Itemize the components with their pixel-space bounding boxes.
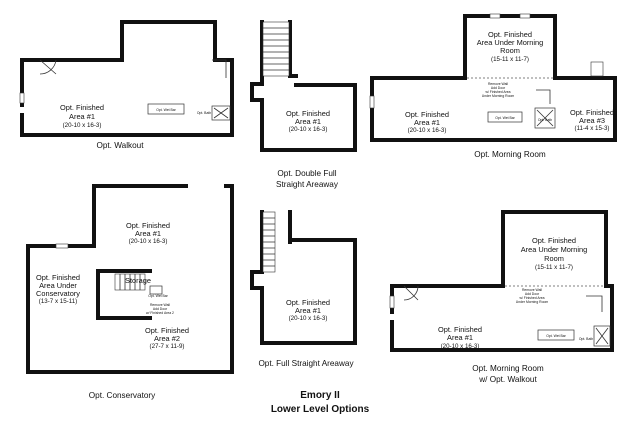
room-label: Area #3 <box>579 116 605 125</box>
window-icon <box>19 92 25 104</box>
window-icon <box>369 95 375 109</box>
plan-caption: Opt. Morning Room <box>474 150 546 159</box>
bath-label: Opt. Bath <box>538 118 552 122</box>
room-label: Opt. Finished <box>286 298 330 307</box>
room-label: Opt. Finished <box>126 221 170 230</box>
door-swing-icon <box>39 59 57 75</box>
room-dims: (20-10 x 16-3) <box>289 126 328 133</box>
room-label: Room <box>500 46 520 55</box>
room-label: Opt. Finished <box>145 326 189 335</box>
room-label: Opt. Finished <box>286 109 330 118</box>
room-dims: (20-10 x 16-3) <box>63 122 102 129</box>
room-label: Opt. Finished <box>488 30 532 39</box>
room-label: Area #1 <box>414 118 440 127</box>
room-dims: (15-11 x 11-7) <box>491 56 529 63</box>
room-dims: (20-10 x 16-3) <box>129 238 168 245</box>
wet-bar-label: Opt. Wet Bar <box>148 294 168 298</box>
note-label: w/ Finished Area <box>519 296 544 300</box>
room-label: Area #1 <box>295 117 321 126</box>
room-label: Area Under Morning <box>521 245 588 254</box>
plan-caption: Opt. Walkout <box>96 141 144 150</box>
room-label: Area #2 <box>154 334 180 343</box>
plan-caption: Opt. Full Straight Areaway <box>258 359 354 368</box>
room-label: Opt. Finished <box>438 325 482 334</box>
note-label: Add Door <box>525 292 540 296</box>
room-label: Area Under <box>39 281 77 290</box>
plan-caption: Straight Areaway <box>276 180 339 189</box>
room-dims: (20-10 x 16-3) <box>408 127 447 134</box>
note-label: w/ Finished Area <box>485 90 510 94</box>
stair-icon <box>586 295 603 312</box>
room-label: Area #1 <box>69 112 95 121</box>
room-label: Room <box>544 254 564 263</box>
window-icon <box>55 243 69 249</box>
wet-bar-icon <box>149 285 163 295</box>
wet-bar-label: Opt. Wet Bar <box>156 108 176 112</box>
note-label: Add Door <box>153 307 168 311</box>
room-label: Opt. Finished <box>570 108 614 117</box>
plan-opt-double-full-straight-areaway: Opt. Finished Area #1 (20-10 x 16-3) Opt… <box>250 20 357 189</box>
room-dims: (27-7 x 11-9) <box>150 343 185 350</box>
storage-label: Storage <box>125 276 151 285</box>
wet-bar-label: Opt. Wet Bar <box>495 116 515 120</box>
plan-opt-morning-room-walkout: Remove Wall Add Door w/ Finished Area Un… <box>389 210 614 384</box>
room-dims: (20-10 x 16-3) <box>289 315 328 322</box>
room-label: Opt. Finished <box>60 103 104 112</box>
room-dims: (11-4 x 15-3) <box>575 125 610 132</box>
room-dims: (13-7 x 15-11) <box>39 298 77 305</box>
room-label: Opt. Finished <box>405 110 449 119</box>
wet-bar-icon <box>147 103 185 115</box>
plan-caption: Opt. Conservatory <box>89 391 156 400</box>
window-icon <box>519 13 531 19</box>
wet-bar-label: Opt. Wet Bar <box>546 334 566 338</box>
stair-icon <box>536 89 551 104</box>
fireplace-icon <box>590 61 604 77</box>
note-label: Remove Wall <box>522 288 542 292</box>
plan-opt-walkout: Opt. Wet Bar Opt. Bath Opt. Finished Are… <box>19 20 234 150</box>
plan-caption: w/ Opt. Walkout <box>478 375 537 384</box>
door-swing-icon <box>403 285 419 301</box>
sheet-title: Emory II Lower Level Options <box>271 390 370 415</box>
room-label: Area #1 <box>135 229 161 238</box>
note-label: Add Door <box>491 86 506 90</box>
bath-label: Opt. Bath <box>197 111 211 115</box>
window-icon <box>489 13 501 19</box>
note-label: Under Morning Room <box>482 94 515 98</box>
stair-icon <box>114 273 146 291</box>
stair-icon <box>212 59 227 78</box>
room-label: Area #1 <box>295 306 321 315</box>
plan-opt-morning-room: Remove Wall Add Door w/ Finished Area Un… <box>369 13 617 159</box>
plan-opt-full-straight-areaway: Opt. Finished Area #1 (20-10 x 16-3) Opt… <box>250 210 357 368</box>
title-line-2: Lower Level Options <box>271 404 370 415</box>
plan-caption: Opt. Morning Room <box>472 364 544 373</box>
note-label: w/ Finished Area 2 <box>146 311 174 315</box>
room-label: Area #1 <box>447 333 473 342</box>
room-dims: (15-11 x 11-7) <box>535 264 573 271</box>
wet-bar-icon <box>487 111 523 123</box>
room-label: Area Under Morning <box>477 38 544 47</box>
window-icon <box>389 295 395 309</box>
plan-caption: Opt. Double Full <box>277 169 336 178</box>
room-label: Conservatory <box>36 289 80 298</box>
wet-bar-icon <box>537 329 575 341</box>
title-line-1: Emory II <box>300 390 340 401</box>
room-dims: (20-10 x 16-3) <box>441 343 480 350</box>
bath-label: Opt. Bath <box>579 337 593 341</box>
plan-opt-conservatory: Storage Opt. Wet Bar Remove Wall Add Doo… <box>26 184 234 400</box>
room-label: Opt. Finished <box>532 236 576 245</box>
stair-icon <box>262 21 290 77</box>
note-label: Under Morning Room <box>516 300 549 304</box>
note-label: Remove Wall <box>488 82 508 86</box>
note-label: Remove Wall <box>150 303 170 307</box>
stair-icon <box>262 211 276 273</box>
room-label: Opt. Finished <box>36 273 80 282</box>
